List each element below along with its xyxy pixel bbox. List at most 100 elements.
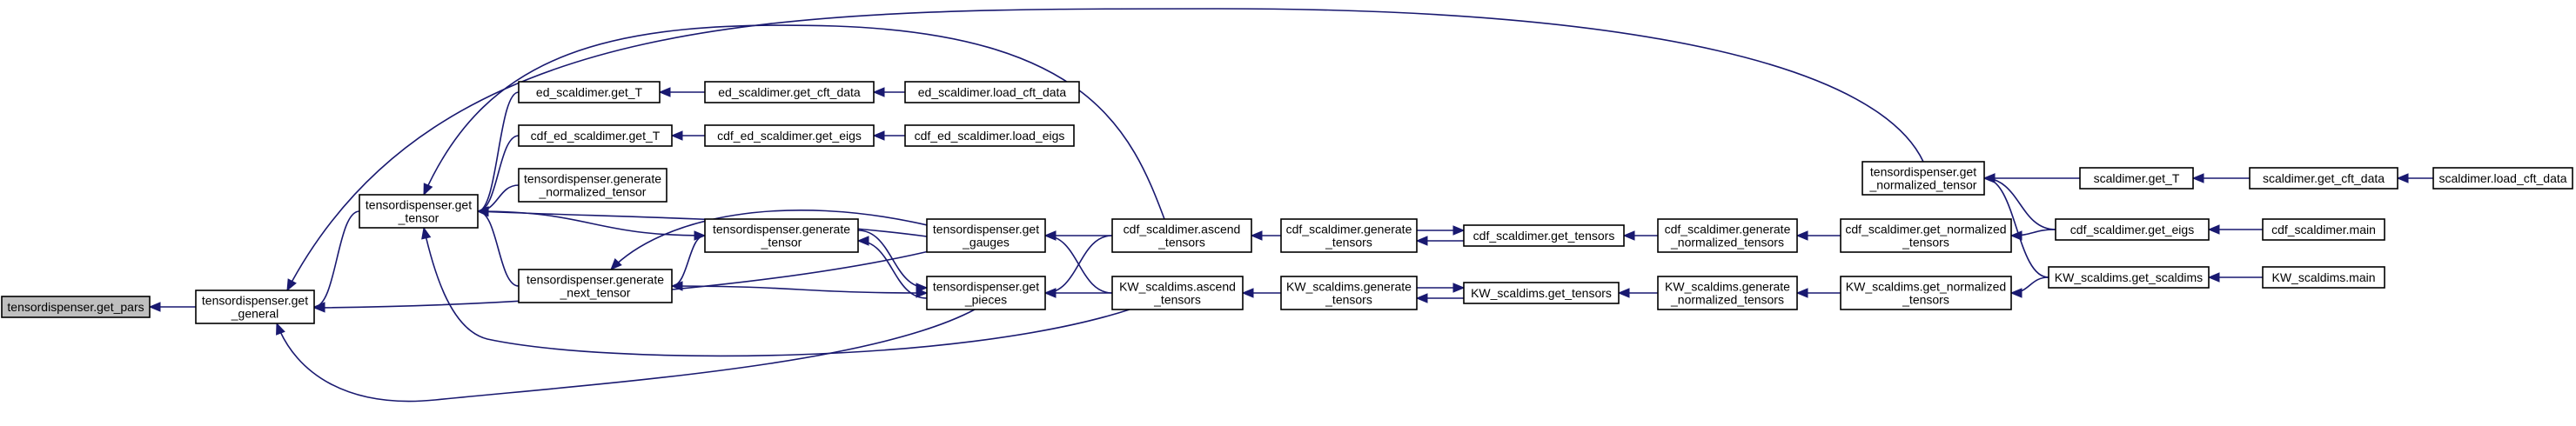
node-kw-main[interactable]: KW_scaldims.main: [2262, 266, 2385, 289]
node-box: [518, 269, 673, 303]
arrowhead: [423, 183, 433, 196]
node-label: KW_scaldims.ascend: [1119, 280, 1236, 294]
edge-kw_get_scaldims-to-get_norm_tensor: [1982, 173, 2049, 278]
arrowhead: [658, 87, 671, 97]
node-label: cdf_scaldimer.get_tensors: [1473, 229, 1615, 243]
edge-kw_ascend-to-get_gauges: [1043, 230, 1113, 294]
node-scaldimer-get-cft-data[interactable]: scaldimer.get_cft_data: [2249, 167, 2398, 190]
node-label: _gauges: [962, 236, 1010, 250]
node-cdf-main[interactable]: cdf_scaldimer.main: [2262, 218, 2385, 241]
node-kw-get-norm-tensors[interactable]: KW_scaldims.get_normalized_tensors: [1840, 276, 2012, 310]
arrowhead: [916, 288, 929, 298]
node-box: [1840, 276, 2012, 310]
node-ed-load-cft-data[interactable]: ed_scaldimer.load_cft_data: [904, 81, 1080, 103]
arrowhead: [610, 258, 622, 270]
node-label: tensordispenser.get_pars: [7, 300, 144, 314]
edge-line: [423, 24, 1165, 220]
arrowhead: [2207, 272, 2220, 283]
node-box: [704, 124, 875, 147]
node-label: cdf_ed_scaldimer.get_T: [531, 129, 661, 143]
edge-line: [610, 210, 932, 270]
node-kw-get-tensors[interactable]: KW_scaldims.get_tensors: [1463, 282, 1620, 304]
node-label: tensordispenser.get: [1870, 165, 1976, 179]
edge-cdf_ed_load_eigs-to-cdf_ed_get_eigs: [872, 130, 906, 141]
node-label: tensordispenser.generate: [527, 273, 664, 287]
arrowhead: [276, 322, 285, 336]
node-label: KW_scaldims.main: [2271, 270, 2375, 284]
node-get-general[interactable]: tensordispenser.get_general: [195, 290, 315, 324]
node-get-norm-tensor[interactable]: tensordispenser.get_normalized_tensor: [1862, 161, 1985, 196]
arrowhead: [1622, 230, 1635, 241]
edge-gen_tensor-to-gen_next_tensor: [670, 235, 706, 291]
node-cdf-ascend[interactable]: cdf_scaldimer.ascend_tensors: [1111, 218, 1252, 253]
arrowhead: [286, 278, 297, 292]
node-cdf-gen-norm-tensors[interactable]: cdf_scaldimer.generate_normalized_tensor…: [1657, 218, 1798, 253]
node-box: [2262, 218, 2385, 241]
node-cdf-get-norm-tensors[interactable]: cdf_scaldimer.get_normalized_tensors: [1840, 218, 2012, 253]
edge-scaldimer_get_cft_data-to-scaldimer_get_T: [2191, 173, 2250, 183]
edge-kw_get_norm_tensors-to-kw_gen_norm_tensors: [1795, 288, 1841, 298]
node-kw-gen-norm-tensors[interactable]: KW_scaldims.generate_normalized_tensors: [1657, 276, 1798, 310]
node-scaldimer-get-T[interactable]: scaldimer.get_T: [2079, 167, 2194, 190]
node-get-pieces[interactable]: tensordispenser.get_pieces: [926, 276, 1046, 310]
edge-cdf_ascend-to-get_tensor: [423, 24, 1165, 220]
arrowhead: [421, 226, 432, 240]
node-get-pars[interactable]: tensordispenser.get_pars: [1, 296, 151, 318]
edge-kw_gen_tensors-to-kw_ascend: [1241, 288, 1282, 298]
edge-cdf_main-to-cdf_get_eigs: [2207, 224, 2263, 235]
arrowhead: [1452, 283, 1466, 293]
arrowhead: [1415, 293, 1428, 303]
node-box: [2048, 266, 2210, 289]
edge-line: [477, 91, 520, 212]
node-label: KW_scaldims.generate: [1286, 280, 1412, 294]
node-kw-get-scaldims[interactable]: KW_scaldims.get_scaldims: [2048, 266, 2210, 289]
edge-line: [313, 210, 360, 308]
node-ed-get-cft-data[interactable]: ed_scaldimer.get_cft_data: [704, 81, 875, 103]
arrowhead: [872, 87, 885, 97]
edge-gen_next_tensor-to-get_pieces: [671, 285, 929, 298]
edge-cdf_get_tensors-to-cdf_gen_tensors: [1415, 236, 1464, 246]
node-ed-get-T[interactable]: ed_scaldimer.get_T: [518, 81, 661, 103]
node-kw-gen-tensors[interactable]: KW_scaldims.generate_tensors: [1280, 276, 1418, 310]
node-label: _tensors: [1153, 293, 1201, 307]
node-get-tensor[interactable]: tensordispenser.get_tensor: [359, 194, 479, 229]
edge-cdf_ascend-to-get_pieces: [1043, 235, 1113, 298]
arrowhead: [2207, 224, 2220, 235]
node-gen-norm-tensor[interactable]: tensordispenser.generate_normalized_tens…: [518, 168, 667, 203]
edge-cdf_gen_norm_tensors-to-cdf_get_tensors: [1622, 230, 1659, 241]
node-box: [1862, 161, 1985, 196]
node-gen-next-tensor[interactable]: tensordispenser.generate_next_tensor: [518, 269, 673, 303]
edge-get_general-to-get_pars: [148, 302, 196, 312]
node-kw-ascend[interactable]: KW_scaldims.ascend_tensors: [1111, 276, 1244, 310]
node-label: _normalized_tensors: [1670, 293, 1784, 307]
node-cdf-ed-load-eigs[interactable]: cdf_ed_scaldimer.load_eigs: [904, 124, 1075, 147]
node-label: KW_scaldims.get_scaldims: [2055, 270, 2203, 284]
node-cdf-ed-get-T[interactable]: cdf_ed_scaldimer.get_T: [518, 124, 673, 147]
edge-line: [276, 309, 976, 403]
edge-kw_get_tensors-to-kw_gen_tensors: [1415, 293, 1464, 303]
node-cdf-ed-get-eigs[interactable]: cdf_ed_scaldimer.get_eigs: [704, 124, 875, 147]
node-label: scaldimer.get_T: [2094, 171, 2180, 185]
node-label: cdf_ed_scaldimer.get_eigs: [717, 129, 862, 143]
edge-line: [1044, 235, 1113, 294]
edge-get_norm_tensor-to-get_general: [286, 8, 1924, 292]
edge-ed_load_cft_data-to-ed_get_cft_data: [872, 87, 905, 97]
node-cdf-get-eigs[interactable]: cdf_scaldimer.get_eigs: [2055, 218, 2210, 241]
node-label: _tensors: [1902, 293, 1949, 307]
edge-kw_gen_norm_tensors-to-kw_get_tensors: [1617, 288, 1659, 298]
node-box: [1463, 282, 1620, 304]
node-label: cdf_scaldimer.generate: [1665, 223, 1791, 236]
node-box: [1657, 276, 1798, 310]
node-box: [195, 290, 315, 324]
node-gen-tensor[interactable]: tensordispenser.generate_tensor: [704, 218, 859, 253]
node-cdf-gen-tensors[interactable]: cdf_scaldimer.generate_tensors: [1280, 218, 1418, 253]
arrowhead: [872, 130, 885, 141]
node-box: [704, 81, 875, 103]
edge-kw_gen_tensors-to-kw_get_tensors: [1417, 283, 1466, 293]
node-cdf-get-tensors[interactable]: cdf_scaldimer.get_tensors: [1463, 224, 1625, 247]
node-scaldimer-load-cft-data[interactable]: scaldimer.load_cft_data: [2432, 167, 2573, 190]
node-box: [704, 218, 859, 253]
edge-line: [423, 227, 1130, 357]
node-get-gauges[interactable]: tensordispenser.get_gauges: [926, 218, 1046, 253]
